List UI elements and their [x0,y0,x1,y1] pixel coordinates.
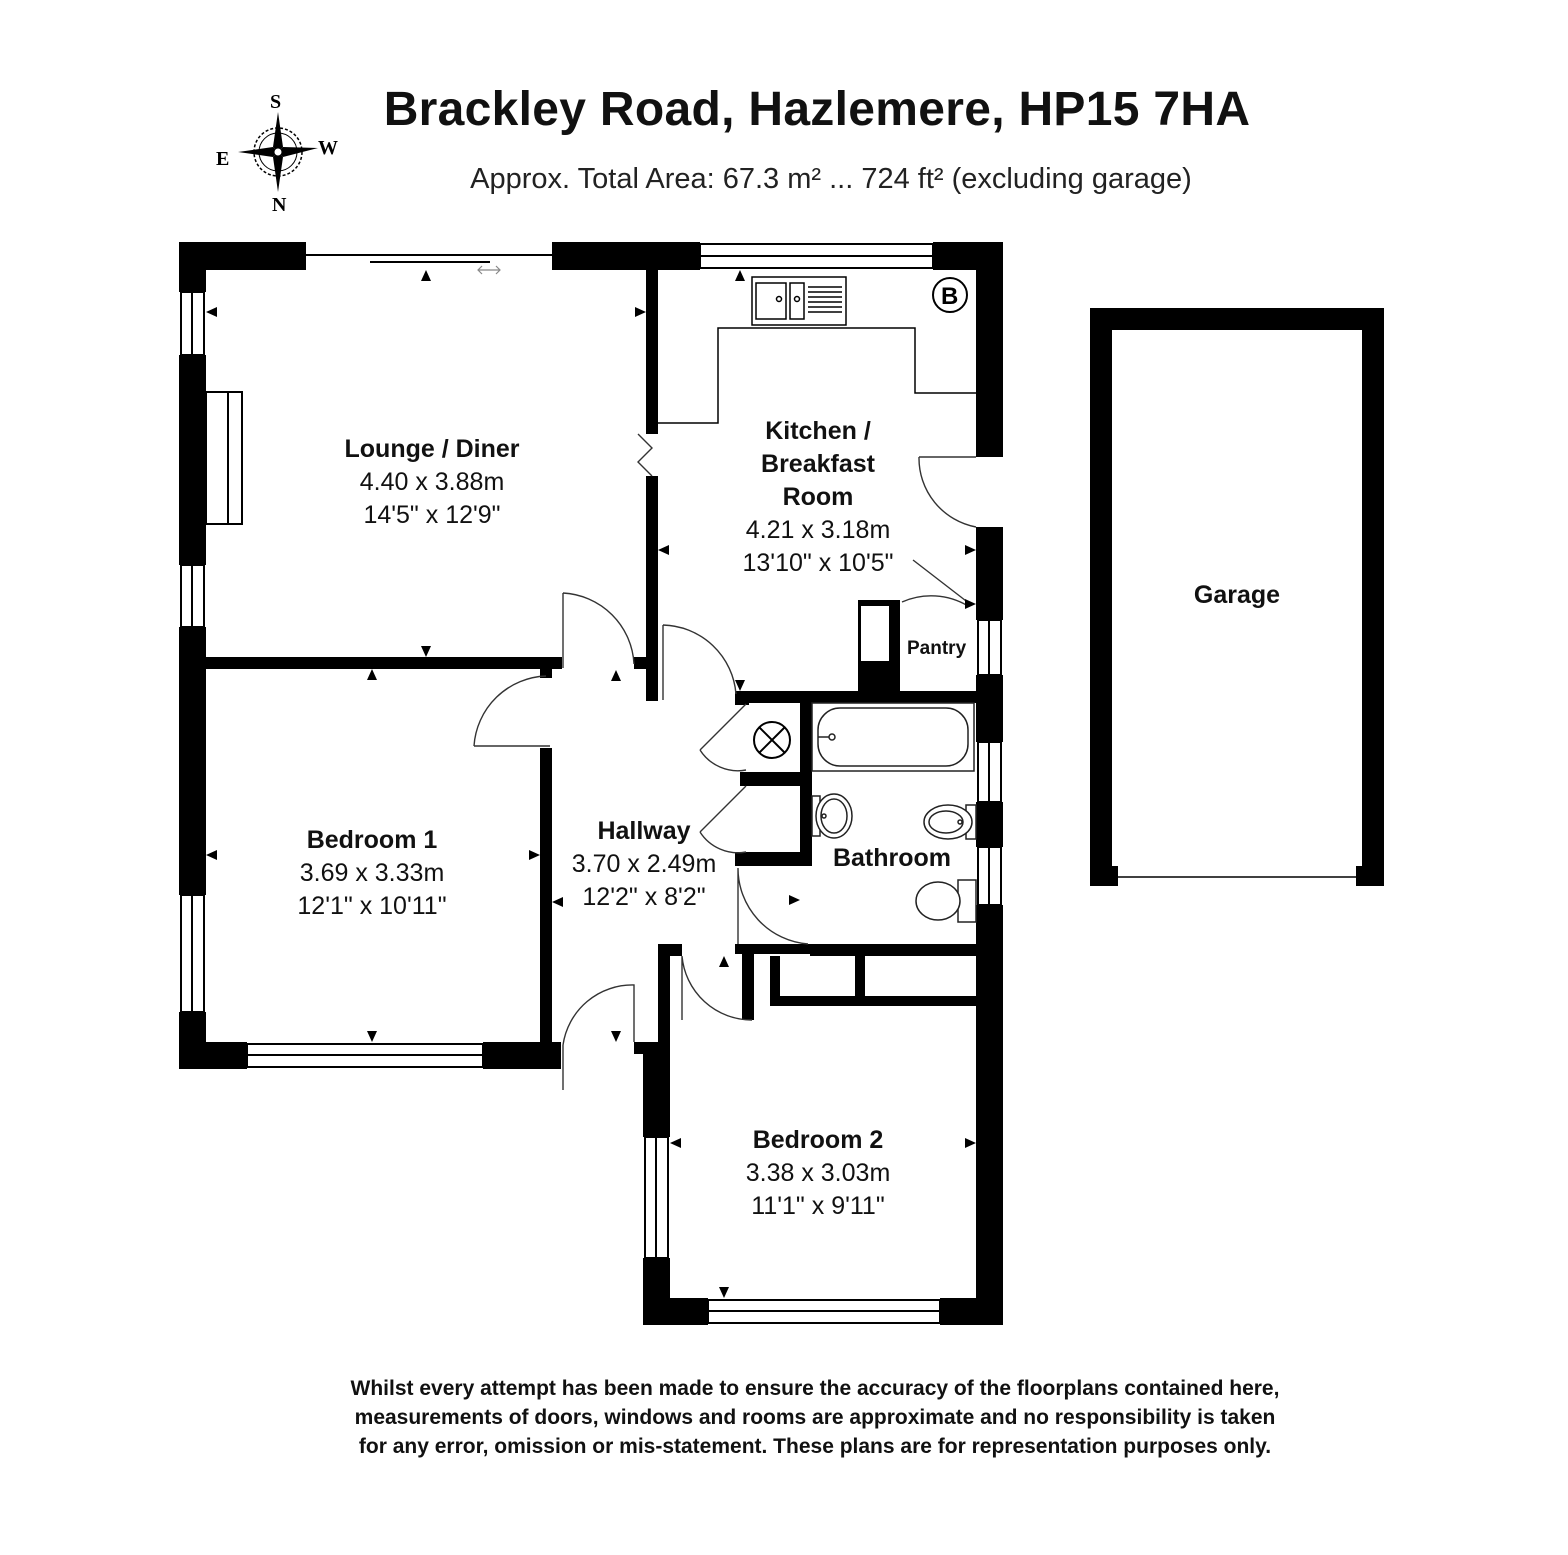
disclaimer-line-1: Whilst every attempt has been made to en… [350,1377,1280,1400]
wash-basin [811,793,853,839]
room-name: Bedroom 1 [306,826,438,854]
room-imperial: 12'2" x 8'2" [582,883,706,911]
room-name: Hallway [597,817,691,845]
disclaimer-line-3: for any error, omission or mis-statement… [358,1435,1272,1458]
room-imperial: 11'1" x 9'11" [751,1192,885,1220]
windows [180,243,1002,1324]
room-name: Lounge / Diner [344,435,520,463]
compass-east-label: E [216,148,229,170]
room-name-line1: Kitchen / [765,417,871,445]
compass-north-label: N [272,194,287,216]
room-lounge-diner: Lounge / Diner 4.40 x 3.88m 14'5" x 12'9… [302,433,562,532]
sliding-door [306,254,552,275]
compass-west-label: W [318,137,338,159]
compass-south-label: S [270,91,281,113]
page-title: Brackley Road, Hazlemere, HP15 7HA [383,83,1251,136]
room-bedroom-1: Bedroom 1 3.69 x 3.33m 12'1" x 10'11" [252,824,492,923]
room-bathroom: Bathroom [814,842,970,875]
room-bedroom-2: Bedroom 2 3.38 x 3.03m 11'1" x 9'11" [698,1124,938,1223]
room-metric: 3.38 x 3.03m [745,1159,891,1187]
bidet [923,804,977,840]
room-metric: 4.21 x 3.18m [745,516,891,544]
toilet [915,879,977,923]
room-name: Garage [1193,581,1281,609]
disclaimer-text: Whilst every attempt has been made to en… [250,1374,1380,1461]
room-name: Bathroom [832,844,952,872]
room-imperial: 12'1" x 10'11" [297,892,447,920]
room-metric: 3.69 x 3.33m [299,859,445,887]
room-hallway: Hallway 3.70 x 2.49m 12'2" x 8'2" [552,815,736,914]
water-cylinder-icon [753,721,791,759]
room-name-line2: Breakfast [761,450,875,478]
room-metric: 3.70 x 2.49m [571,850,717,878]
room-metric: 4.40 x 3.88m [359,468,505,496]
room-name-line3: Room [782,483,854,511]
room-imperial: 13'10" x 10'5" [742,549,894,577]
room-kitchen-breakfast: Kitchen / Breakfast Room 4.21 x 3.18m 13… [700,415,936,580]
garage-structure [1090,308,1384,886]
boiler-icon: B [932,277,968,313]
walls [179,242,1003,1325]
room-imperial: 14'5" x 12'9" [363,501,501,529]
bathroom-fixtures [811,702,977,923]
dimension-markers [206,270,976,1298]
compass-icon: S E W N [216,91,338,216]
room-garage: Garage [1160,579,1314,612]
kitchen-units [658,276,976,424]
room-pantry: Pantry [907,638,967,659]
boiler-label: B [941,283,958,310]
total-area-subtitle: Approx. Total Area: 67.3 m² ... 724 ft² … [470,163,1192,195]
disclaimer-line-2: measurements of doors, windows and rooms… [354,1406,1276,1429]
room-name: Bedroom 2 [752,1126,884,1154]
door-swings [473,433,977,1090]
